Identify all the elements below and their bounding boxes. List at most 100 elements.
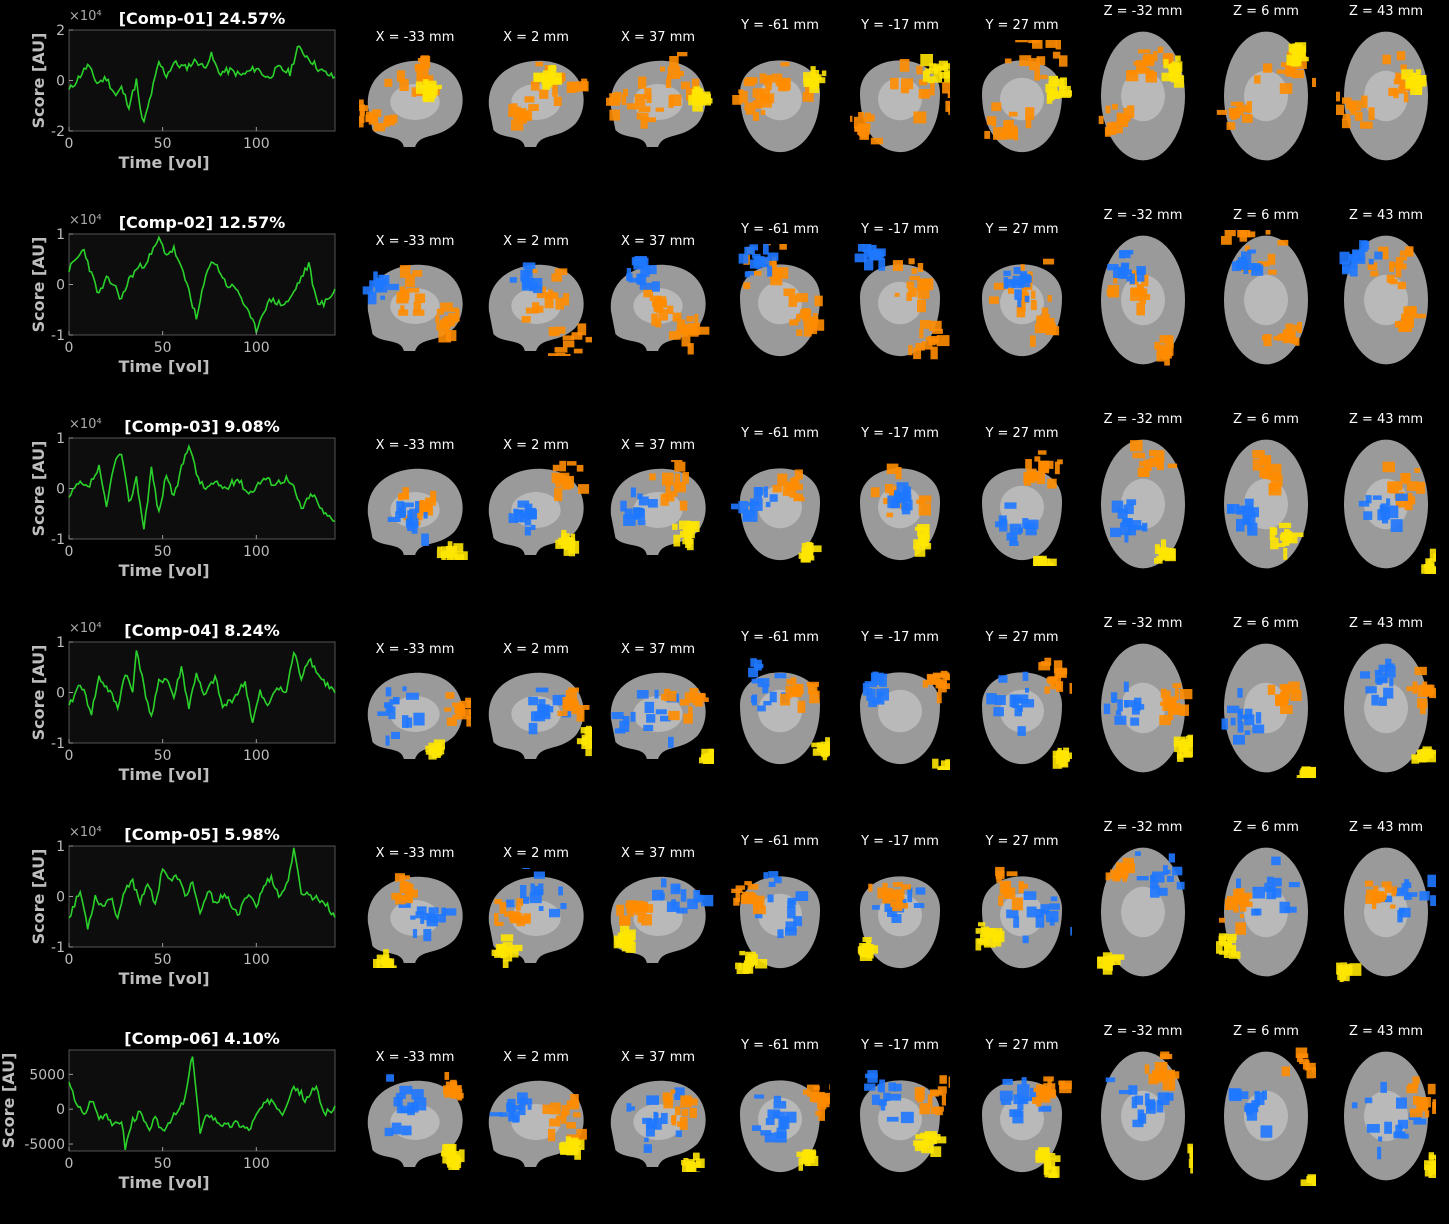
activation-blob: [609, 110, 620, 121]
activation-blob: [509, 911, 520, 919]
activation-blob: [1107, 289, 1115, 296]
activation-blob: [1277, 70, 1286, 74]
activation-blob: [375, 284, 381, 292]
activation-blob: [568, 688, 579, 693]
activation-blob: [1404, 92, 1409, 102]
activation-blob: [1044, 1150, 1049, 1161]
slice-label: X = 2 mm: [476, 642, 596, 657]
y-tick-label: 2: [56, 23, 65, 39]
activation-blob: [1264, 883, 1273, 892]
plot-area: [69, 234, 335, 335]
activation-blob: [1365, 686, 1376, 693]
activation-blob: [1106, 106, 1111, 114]
activation-blob: [442, 1144, 454, 1156]
activation-blob: [735, 963, 742, 970]
activation-blob: [896, 894, 900, 902]
activation-blob: [682, 472, 689, 484]
activation-blob: [767, 266, 772, 277]
activation-blob: [437, 550, 447, 558]
activation-blob: [1365, 1098, 1373, 1104]
activation-blob: [1245, 1103, 1258, 1113]
activation-blob: [1229, 1088, 1240, 1100]
brain-slice-ax: [1093, 638, 1193, 778]
activation-blob: [1190, 1162, 1193, 1174]
activation-blob: [937, 335, 950, 346]
activation-blob: [1025, 688, 1029, 693]
activation-blob: [411, 1089, 423, 1099]
activation-blob: [1401, 64, 1407, 69]
activation-blob: [563, 341, 575, 348]
activation-blob: [507, 948, 512, 954]
activation-blob: [732, 95, 742, 105]
activation-blob: [613, 92, 621, 103]
activation-blob: [1038, 461, 1049, 473]
activation-blob: [1282, 1066, 1290, 1076]
activation-blob: [581, 740, 592, 749]
activation-blob: [385, 1128, 394, 1136]
activation-blob: [896, 467, 902, 479]
activation-blob: [1290, 331, 1295, 341]
activation-blob: [1134, 61, 1147, 65]
activation-blob: [690, 324, 697, 331]
activation-blob: [522, 316, 531, 323]
activation-blob: [739, 951, 745, 955]
activation-blob: [1419, 753, 1426, 762]
activation-blob: [1162, 699, 1175, 711]
activation-blob: [1047, 479, 1057, 489]
activation-blob: [549, 327, 556, 335]
activation-blob: [761, 110, 766, 115]
brain-slice-ax: [1336, 638, 1436, 778]
activation-blob: [923, 541, 927, 546]
x-axis-label: Time [vol]: [118, 153, 209, 172]
activation-blob: [1160, 335, 1172, 343]
brain-slice-ax: [1216, 842, 1316, 982]
slice-label: X = -33 mm: [355, 846, 475, 861]
activation-blob: [1268, 270, 1277, 275]
activation-blob: [1023, 672, 1029, 681]
activation-blob: [1367, 1124, 1380, 1133]
activation-blob: [581, 727, 587, 733]
activation-blob: [696, 693, 705, 699]
activation-blob: [1119, 1090, 1132, 1094]
activation-blob: [1043, 1083, 1055, 1093]
activation-blob: [1283, 548, 1287, 560]
slice-label: X = 37 mm: [598, 642, 718, 657]
activation-blob: [789, 295, 797, 307]
activation-blob: [1224, 946, 1230, 958]
activation-blob: [878, 258, 885, 271]
brain-slice-sag: [359, 1072, 471, 1172]
activation-blob: [373, 271, 378, 284]
y-axis-label: Score [AU]: [29, 849, 48, 945]
brain-slice-sag: [602, 460, 714, 560]
activation-blob: [520, 885, 526, 898]
activation-blob: [1261, 1125, 1273, 1137]
activation-blob: [1124, 682, 1129, 692]
activation-blob: [1116, 711, 1121, 716]
activation-blob: [444, 707, 451, 711]
slice-label: Y = -61 mm: [720, 1038, 840, 1053]
activation-blob: [412, 270, 422, 277]
brain-slice-cor: [850, 448, 950, 566]
plot-area: [69, 642, 335, 743]
component-title: [Comp-05] 5.98%: [124, 825, 279, 844]
activation-blob: [1040, 75, 1047, 79]
activation-blob: [646, 1095, 659, 1105]
activation-blob: [652, 281, 660, 291]
activation-blob: [1370, 271, 1378, 277]
activation-blob: [1024, 523, 1035, 529]
activation-blob: [383, 120, 392, 124]
activation-blob: [1425, 1110, 1429, 1117]
activation-blob: [567, 1100, 580, 1109]
brain-slice-sag: [480, 1072, 592, 1172]
activation-blob: [760, 1130, 771, 1135]
activation-blob: [1350, 265, 1358, 276]
activation-blob: [553, 465, 560, 471]
activation-blob: [1005, 59, 1012, 64]
activation-blob: [554, 97, 562, 106]
slice-label: Y = -17 mm: [840, 222, 960, 237]
activation-blob: [1240, 900, 1247, 912]
activation-blob: [1106, 872, 1111, 880]
brain-slice-sag: [359, 664, 471, 764]
